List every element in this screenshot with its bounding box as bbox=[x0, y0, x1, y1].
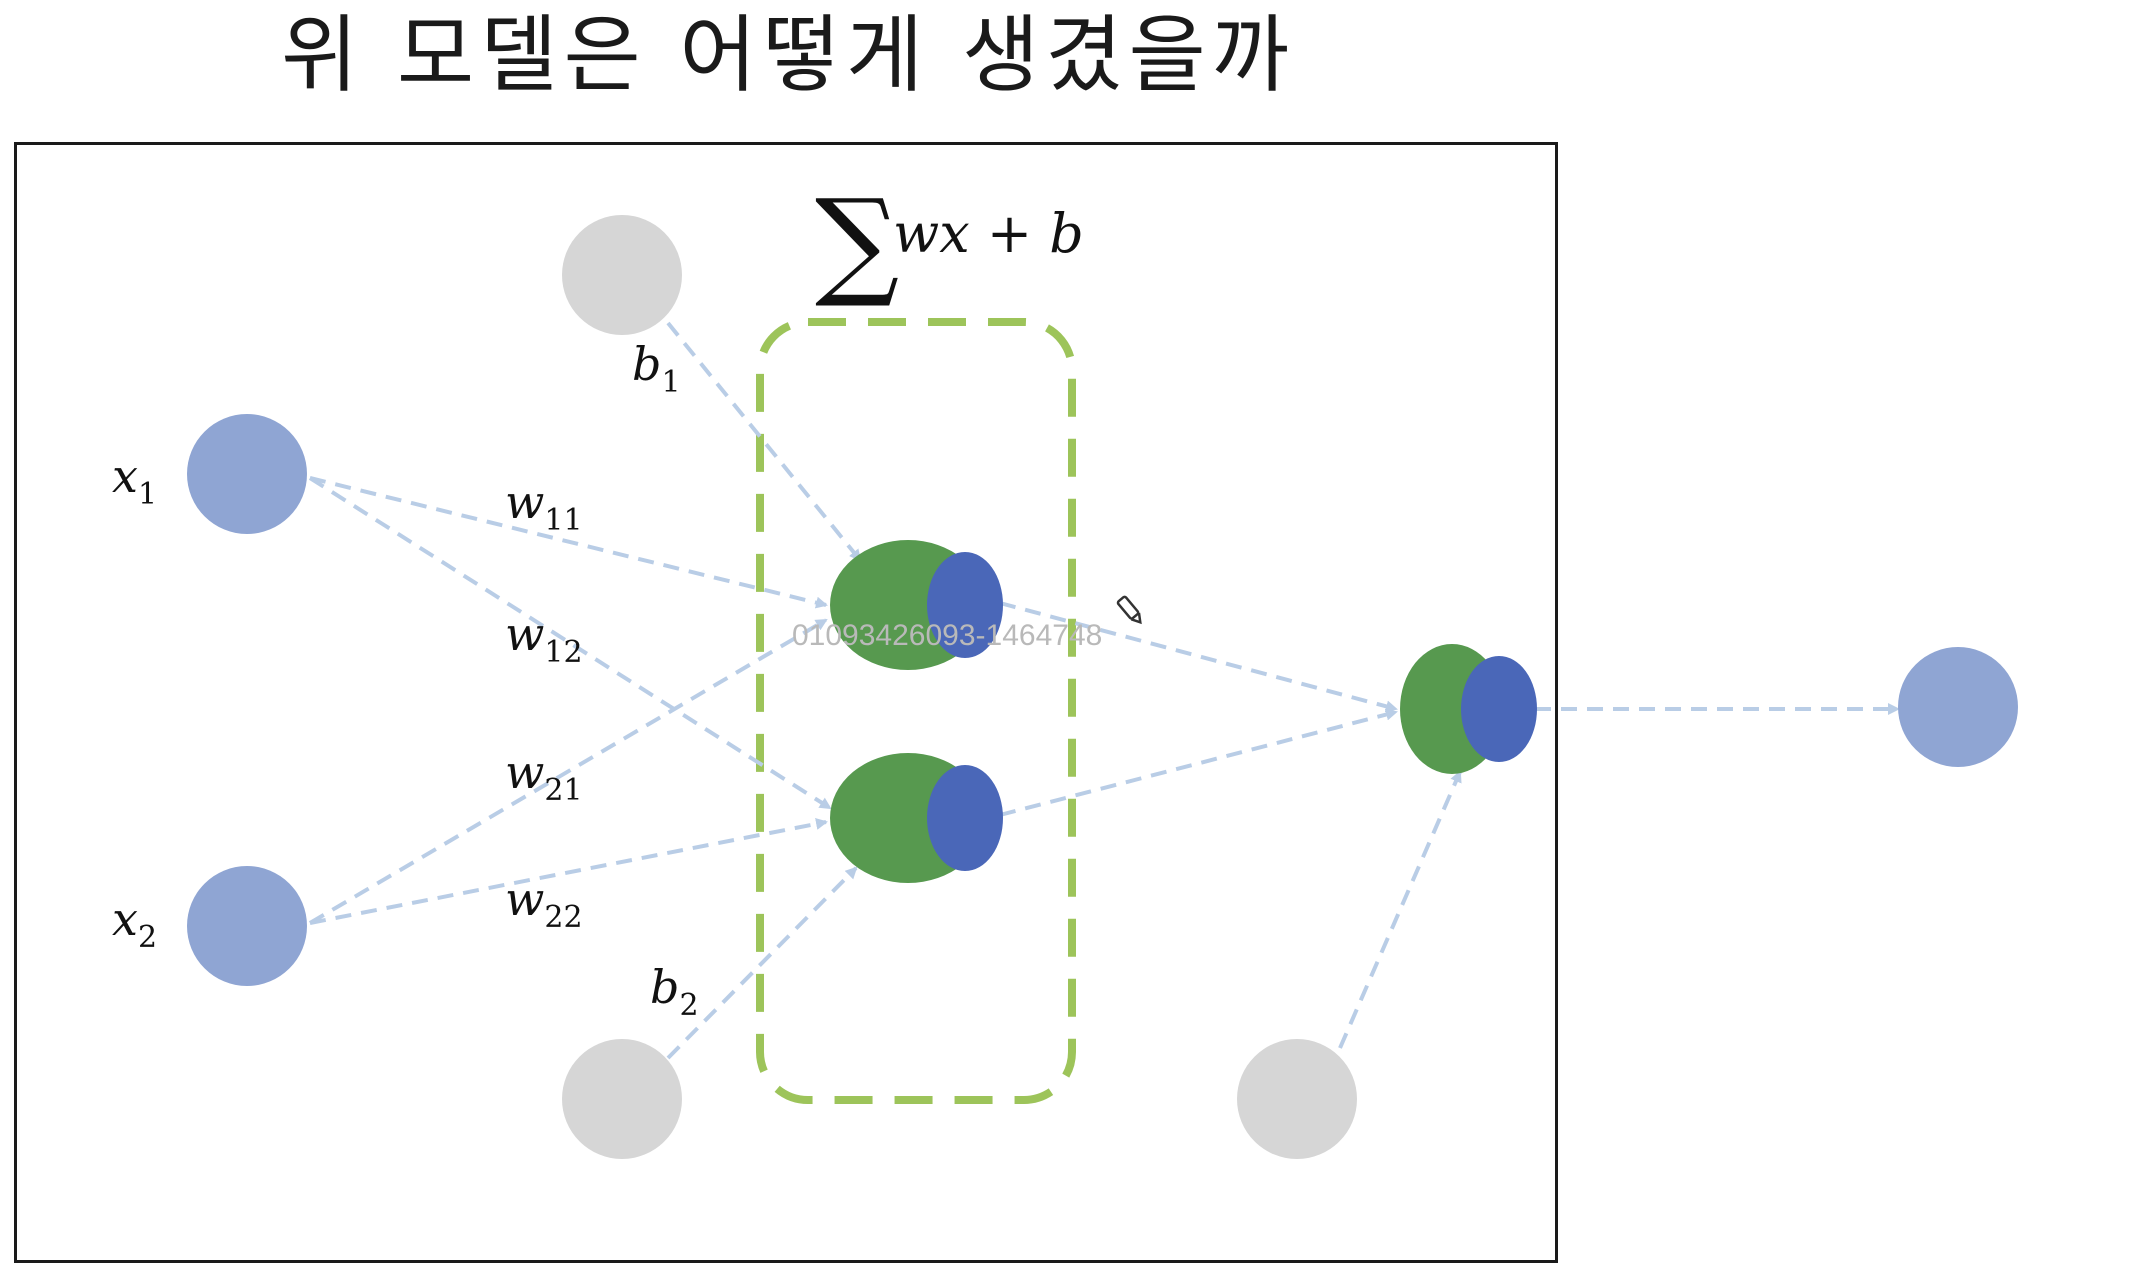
input-node-x1 bbox=[187, 414, 307, 534]
bias-node-b1 bbox=[562, 215, 682, 335]
page-title: 위 모델은 어떻게 생겼을까 bbox=[280, 6, 1296, 104]
edge-h1-out bbox=[999, 601, 1398, 713]
label-b1: b1 bbox=[632, 337, 681, 400]
label-x2-sub: 2 bbox=[138, 920, 157, 955]
label-b1-sub: 1 bbox=[661, 365, 680, 400]
edge-x2-h2 bbox=[309, 818, 828, 925]
hidden-neuron-1 bbox=[830, 540, 1003, 670]
hidden-layer-box bbox=[756, 318, 1076, 1104]
edge-h2-out bbox=[999, 708, 1398, 817]
label-x2-base: x bbox=[112, 892, 138, 946]
edge-b2-h2 bbox=[666, 866, 858, 1060]
label-b2: b2 bbox=[650, 960, 699, 1023]
label-w21: w21 bbox=[505, 745, 583, 808]
label-b2-base: b bbox=[650, 960, 679, 1014]
watermark-text: 01093426093-1464748 bbox=[792, 619, 1102, 652]
label-w12-sub: 12 bbox=[544, 635, 582, 670]
edge-x1-h1 bbox=[309, 476, 828, 609]
label-w22-base: w bbox=[505, 872, 544, 926]
label-w21-base: w bbox=[505, 745, 544, 799]
output-neuron bbox=[1400, 644, 1537, 774]
label-x1-base: x bbox=[112, 449, 138, 503]
label-x2: x2 bbox=[112, 892, 157, 955]
label-w22: w22 bbox=[505, 872, 583, 935]
label-w12-base: w bbox=[505, 607, 544, 661]
edge-x2-h1 bbox=[308, 618, 828, 925]
label-w12: w12 bbox=[505, 607, 583, 670]
label-w21-sub: 21 bbox=[544, 773, 582, 808]
label-x1-sub: 1 bbox=[138, 477, 157, 512]
formula-text: wx + b bbox=[893, 202, 1084, 265]
pen-cursor-icon bbox=[1116, 595, 1142, 625]
input-node-x2 bbox=[187, 866, 307, 986]
label-b1-base: b bbox=[632, 337, 661, 391]
final-output-node bbox=[1898, 647, 2018, 767]
label-w11: w11 bbox=[505, 475, 583, 538]
bias-node-b2 bbox=[562, 1039, 682, 1159]
label-b2-sub: 2 bbox=[679, 988, 698, 1023]
label-w11-sub: 11 bbox=[544, 503, 582, 538]
label-w22-sub: 22 bbox=[544, 900, 582, 935]
hidden-neuron-2 bbox=[830, 753, 1003, 883]
label-w11-base: w bbox=[505, 475, 544, 529]
sigma-symbol: ∑ bbox=[815, 173, 899, 311]
edge-b3-out bbox=[1338, 770, 1462, 1049]
bias-node-output bbox=[1237, 1039, 1357, 1159]
label-x1: x1 bbox=[112, 449, 157, 512]
